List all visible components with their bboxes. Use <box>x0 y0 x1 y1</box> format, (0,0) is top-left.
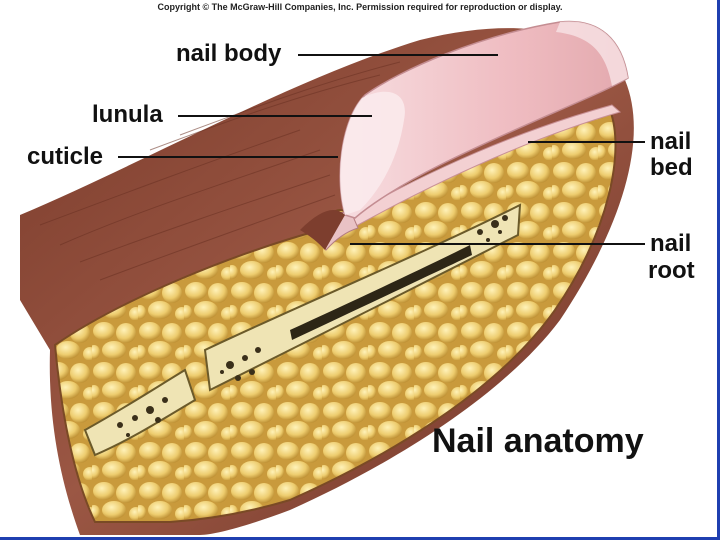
label-nail-bed-line2: bed <box>650 156 693 180</box>
diagram-title: Nail anatomy <box>432 422 644 461</box>
label-nail-bed-line1: nail <box>650 130 691 154</box>
label-nail-body: nail body <box>176 42 281 66</box>
label-nail-root-line1: nail <box>650 232 691 256</box>
label-lunula: lunula <box>92 103 163 127</box>
label-nail-root-line2: root <box>648 259 695 283</box>
label-cuticle: cuticle <box>27 145 103 169</box>
copyright-notice: Copyright © The McGraw-Hill Companies, I… <box>0 2 720 12</box>
